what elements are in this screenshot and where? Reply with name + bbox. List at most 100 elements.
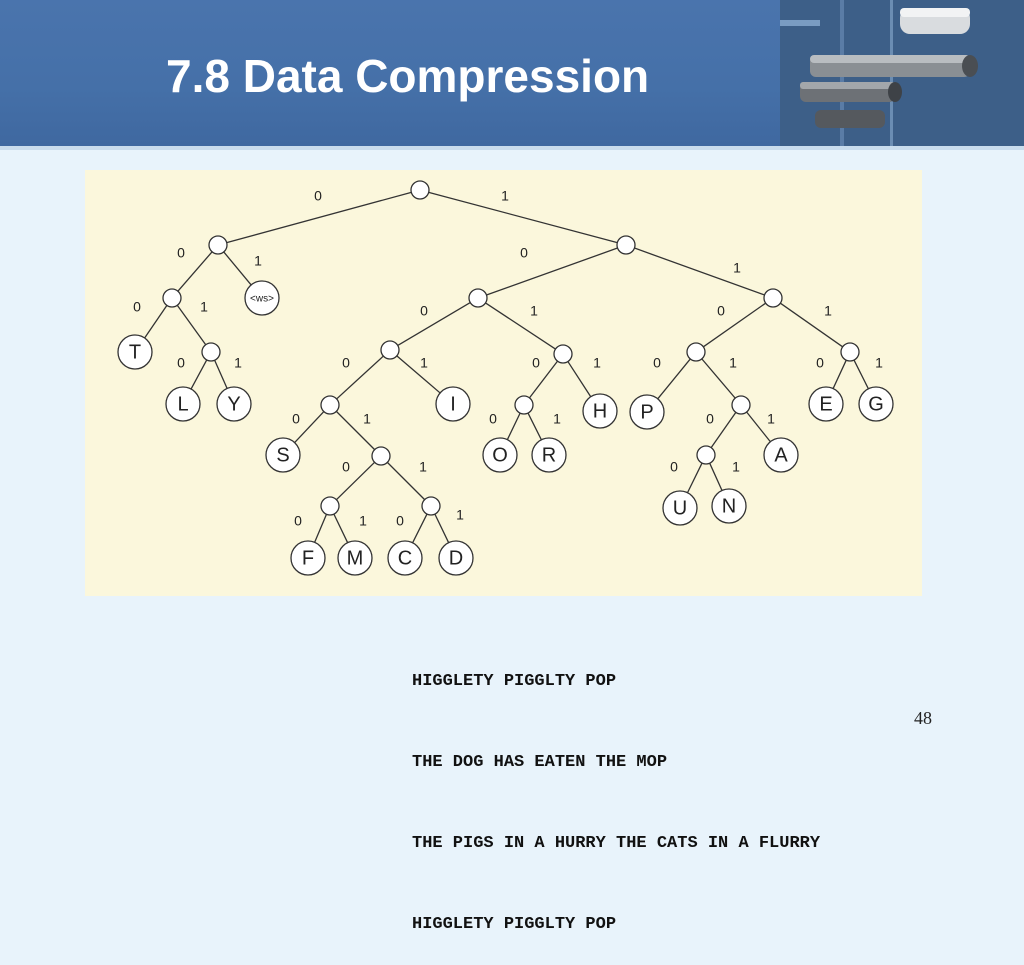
leaf-node-label: R xyxy=(542,444,556,466)
tree-edge xyxy=(226,191,412,244)
tree-edge xyxy=(397,302,471,346)
internal-node xyxy=(162,288,182,308)
edge-bit-label: 0 xyxy=(396,513,404,529)
leaf-node xyxy=(387,540,423,576)
edge-bit-label: 0 xyxy=(489,411,497,427)
internal-node xyxy=(840,342,860,362)
edge-bit-label: 1 xyxy=(456,507,464,523)
tree-edge xyxy=(702,302,767,348)
tree-edge xyxy=(144,305,168,339)
internal-node xyxy=(468,288,488,308)
leaf-node-label: P xyxy=(640,401,653,423)
leaf-node-label: M xyxy=(347,547,364,569)
edge-bit-label: 1 xyxy=(553,411,561,427)
tree-edge xyxy=(832,359,847,389)
edge-bit-label: 0 xyxy=(177,245,185,261)
edge-bit-label: 1 xyxy=(729,355,737,371)
edge-bit-label: 0 xyxy=(294,513,302,529)
edge-bit-label: 0 xyxy=(342,355,350,371)
edge-bit-label: 1 xyxy=(824,303,832,319)
leaf-node-label: T xyxy=(129,341,141,363)
tree-edge xyxy=(190,359,208,390)
internal-node xyxy=(696,445,716,465)
leaf-node xyxy=(244,280,280,316)
tree-edge xyxy=(396,355,441,394)
header-pipes-image xyxy=(780,0,1024,146)
tree-edge xyxy=(746,411,771,443)
leaf-node-label: H xyxy=(593,400,607,422)
tree-edge xyxy=(657,358,691,400)
tree-edge xyxy=(486,247,618,296)
internal-node xyxy=(320,496,340,516)
poem-line: HIGGLETY PIGGLTY POP xyxy=(412,915,617,934)
edge-bit-label: 1 xyxy=(363,411,371,427)
slide-header: 7.8 Data Compression xyxy=(0,0,1024,146)
tree-edge xyxy=(710,412,737,448)
tree-edge xyxy=(314,514,328,543)
internal-node xyxy=(514,395,534,415)
slide-title: 7.8 Data Compression xyxy=(166,50,650,102)
edge-bit-label: 1 xyxy=(420,355,428,371)
leaf-node xyxy=(216,386,252,422)
leaf-node-label: F xyxy=(302,547,314,569)
leaf-node-label: A xyxy=(774,444,788,466)
leaf-node xyxy=(629,394,665,430)
leaf-node-label: <ws> xyxy=(250,294,274,305)
tree-edge xyxy=(701,358,736,399)
tree-edge xyxy=(223,251,252,286)
poem-text-block: HIGGLETY PIGGLTY POP THE DOG HAS EATEN T… xyxy=(412,614,820,965)
edge-bit-label: 1 xyxy=(254,253,262,269)
leaf-node-label: U xyxy=(673,497,687,519)
internal-node xyxy=(686,342,706,362)
edge-bit-label: 1 xyxy=(767,411,775,427)
tree-edge xyxy=(336,355,384,400)
leaf-node xyxy=(858,386,894,422)
tree-edge xyxy=(412,513,428,544)
internal-node xyxy=(371,446,391,466)
internal-node xyxy=(201,342,221,362)
page-number: 48 xyxy=(914,708,932,728)
leaf-node xyxy=(435,386,471,422)
edge-bit-label: 0 xyxy=(342,459,350,475)
leaf-node xyxy=(117,334,153,370)
edge-bit-label: 1 xyxy=(732,459,740,475)
edge-bit-label: 0 xyxy=(532,355,540,371)
tree-edge xyxy=(386,461,426,501)
leaf-node-label: Y xyxy=(227,393,240,415)
edge-bit-label: 1 xyxy=(234,355,242,371)
leaf-node xyxy=(165,386,201,422)
leaf-node-label: L xyxy=(177,393,188,415)
tree-edge xyxy=(335,410,376,451)
internal-node xyxy=(616,235,636,255)
edge-bit-label: 0 xyxy=(420,303,428,319)
edge-bit-label: 0 xyxy=(177,355,185,371)
poem-line: THE PIGS IN A HURRY THE CATS IN A FLURRY xyxy=(412,834,821,853)
internal-node xyxy=(380,340,400,360)
edge-bit-label: 0 xyxy=(133,299,141,315)
internal-node xyxy=(763,288,783,308)
edge-bit-label: 1 xyxy=(200,299,208,315)
tree-edge xyxy=(853,359,869,390)
tree-edge xyxy=(527,412,542,441)
edge-bit-label: 1 xyxy=(875,355,883,371)
edge-bit-label: 0 xyxy=(653,355,661,371)
internal-node xyxy=(320,395,340,415)
tree-edge xyxy=(528,360,559,399)
leaf-node xyxy=(808,386,844,422)
edge-bit-label: 1 xyxy=(359,513,367,529)
internal-node xyxy=(421,496,441,516)
edge-bit-label: 1 xyxy=(593,355,601,371)
leaf-node xyxy=(711,488,747,524)
tree-edge xyxy=(294,411,325,444)
edge-bit-label: 1 xyxy=(530,303,538,319)
internal-node xyxy=(731,395,751,415)
tree-edge xyxy=(333,513,349,543)
tree-edge xyxy=(567,361,592,398)
edge-bit-label: 0 xyxy=(816,355,824,371)
leaf-node-label: D xyxy=(449,547,463,569)
tree-edge xyxy=(506,412,521,440)
leaf-node-label: S xyxy=(276,444,289,466)
leaf-node xyxy=(438,540,474,576)
edge-bit-label: 0 xyxy=(717,303,725,319)
